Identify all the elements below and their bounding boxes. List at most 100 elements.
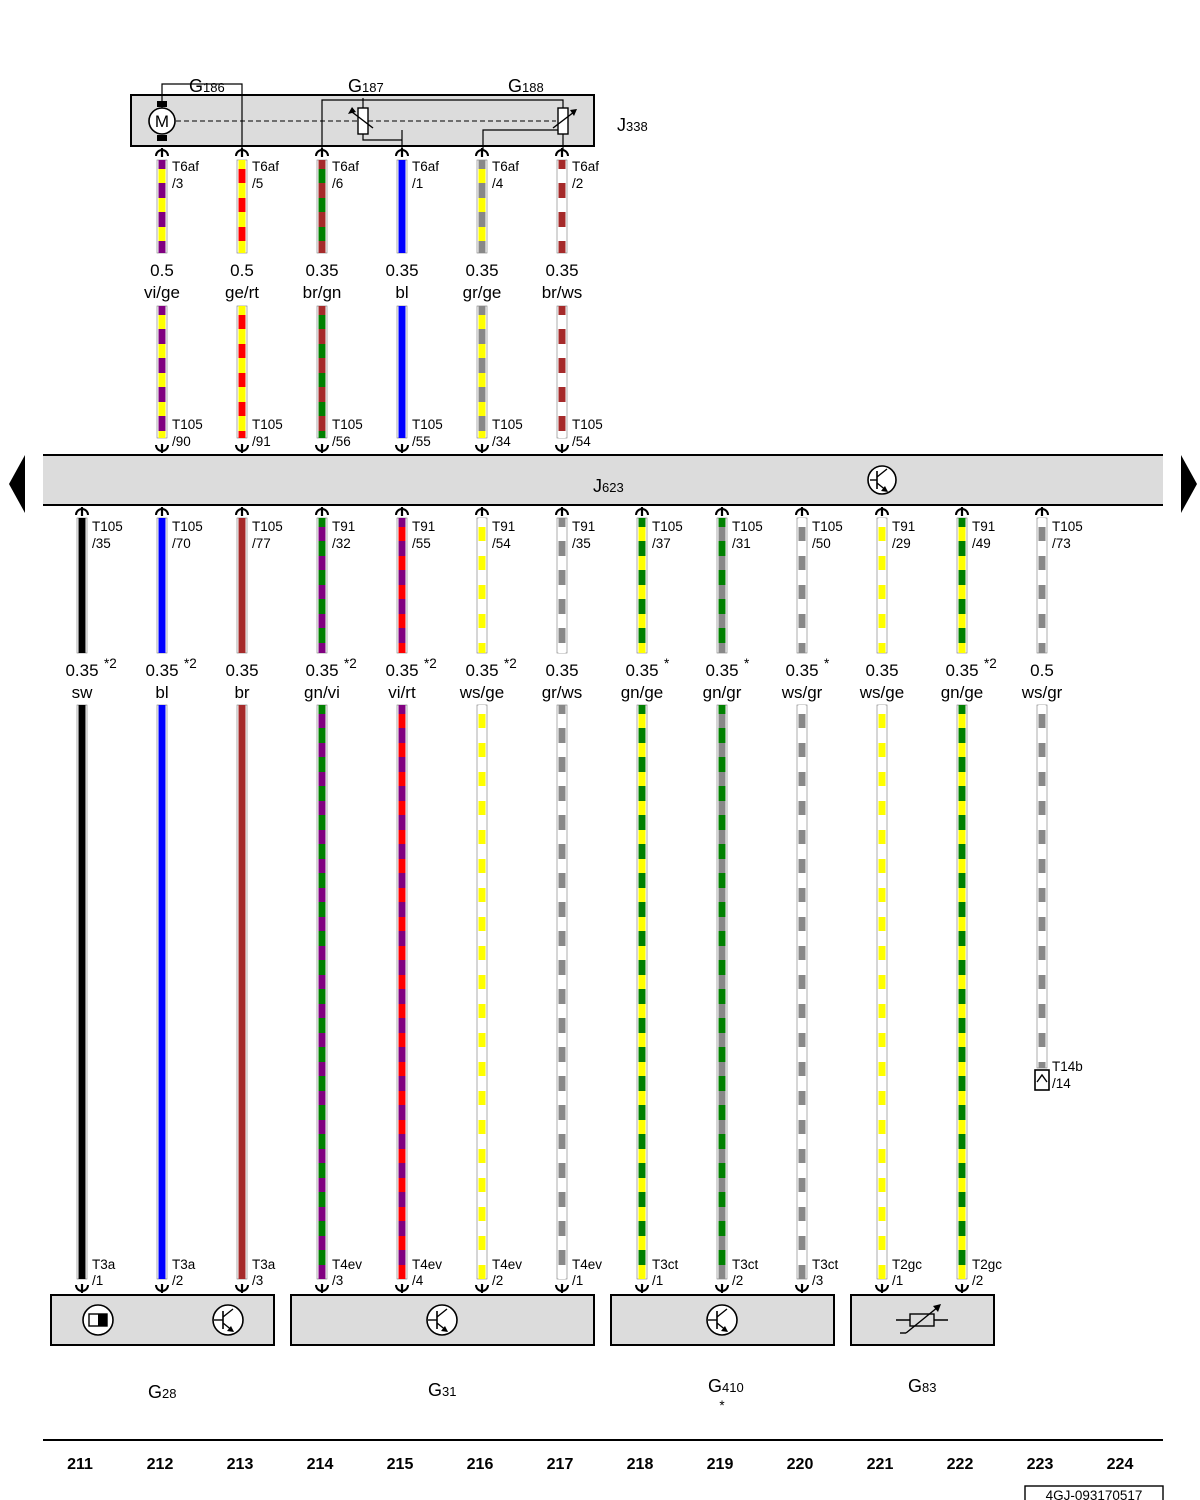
bottom-wire-pin-bottom-number: /4 [412, 1273, 424, 1288]
bottom-wire-pin-top-number: /35 [92, 536, 111, 551]
bottom-wire-pin-top-10 [875, 507, 889, 516]
top-wire-size: 0.35 [465, 261, 498, 280]
g28-transistor-icon [212, 1304, 244, 1336]
bottom-wire-lower-5 [476, 704, 488, 1280]
top-wire-color: br/ws [542, 283, 583, 302]
bottom-wire-pin-bottom-label: T2gc [892, 1257, 922, 1272]
j623-box [43, 455, 1163, 505]
bottom-wire-color: sw [72, 683, 94, 702]
bottom-wire-note: *2 [504, 656, 517, 671]
bottom-wire-color: gn/ge [621, 683, 664, 702]
top-wire-size: 0.35 [545, 261, 578, 280]
bottom-wire-lower-8 [716, 704, 728, 1280]
column-number: 221 [867, 1456, 894, 1473]
bottom-wire-upper-3 [316, 517, 328, 654]
bottom-wire-pin-bottom-6 [555, 1284, 569, 1293]
top-wire-pin-bottom-label: T105 [252, 417, 283, 432]
bottom-wire-upper-5 [476, 517, 488, 654]
bottom-wire-pin-bottom-9 [795, 1284, 809, 1293]
bottom-wire-pin-bottom-label: T3ct [812, 1257, 839, 1272]
bottom-wire-pin-top-6 [555, 507, 569, 516]
bottom-wire-lower-12 [1036, 704, 1048, 1069]
top-wire-upper-1 [236, 159, 248, 254]
bottom-wire-size: 0.35 [625, 661, 658, 680]
column-number: 223 [1027, 1456, 1054, 1473]
bottom-wire-pin-top-label: T105 [652, 519, 683, 534]
bottom-wire-pin-top-label: T105 [92, 519, 123, 534]
bottom-wire-lower-4 [396, 704, 408, 1280]
g83-label: G83 [908, 1376, 936, 1396]
column-number: 216 [467, 1456, 494, 1473]
top-wire-upper-5 [556, 159, 568, 254]
top-wire-pin-top-3 [395, 148, 409, 157]
column-number: 212 [147, 1456, 174, 1473]
bottom-wire-color: bl [155, 683, 168, 702]
bottom-wire-pin-bottom-3 [315, 1284, 329, 1293]
bottom-wire-pin-bottom-0 [75, 1284, 89, 1293]
bottom-wire-pin-top-label: T105 [1052, 519, 1083, 534]
bottom-wire-color: gr/ws [542, 683, 583, 702]
top-wire-pin-top-5 [555, 148, 569, 157]
column-number: 222 [947, 1456, 974, 1473]
bottom-wire-lower-11 [956, 704, 968, 1280]
bottom-wire-pin-bottom-number: /3 [252, 1273, 263, 1288]
bottom-wire-pin-top-number: /70 [172, 536, 191, 551]
bottom-wire-pin-top-label: T91 [892, 519, 915, 534]
g410-note: * [719, 1398, 725, 1413]
bottom-wire-pin-top-label: T105 [252, 519, 283, 534]
bottom-wire-color: ws/gr [781, 683, 823, 702]
bottom-wire-pin-bottom-number: /3 [332, 1273, 343, 1288]
top-wire-pin-top-number: /4 [492, 176, 504, 191]
continue-right-arrow [1181, 455, 1197, 513]
top-wire-pin-bottom-4 [475, 444, 489, 453]
column-number: 214 [307, 1456, 334, 1473]
bottom-wire-pin-bottom-label: T2gc [972, 1257, 1002, 1272]
bottom-wire-upper-6 [556, 517, 568, 654]
bottom-wire-pin-top-7 [635, 507, 649, 516]
g188-wiper-arrow [570, 109, 577, 116]
bottom-wire-pin-bottom-7 [635, 1284, 649, 1293]
bottom-wire-pin-top-2 [235, 507, 249, 516]
bottom-wire-note: * [744, 656, 750, 671]
bottom-wire-pin-top-label: T91 [572, 519, 595, 534]
bottom-wire-note: *2 [984, 656, 997, 671]
bottom-wire-pin-bottom-number: /2 [972, 1273, 983, 1288]
top-wire-pin-top-label: T6af [412, 159, 439, 174]
ref-code: 4GJ-093170517 [1046, 1488, 1143, 1500]
g187-label: G187 [348, 76, 384, 96]
g188-label: G188 [508, 76, 544, 96]
top-wire-pin-bottom-number: /34 [492, 434, 511, 449]
top-wire-upper-3 [396, 159, 408, 254]
bottom-wire-pin-top-number: /50 [812, 536, 831, 551]
bottom-wire-pin-top-label: T91 [972, 519, 995, 534]
bottom-wire-pin-bottom-label: T4ev [572, 1257, 602, 1272]
bottom-wire-pin-top-label: T91 [492, 519, 515, 534]
bottom-wire-pin-top-11 [955, 507, 969, 516]
g410-label: G410 [708, 1376, 744, 1396]
bottom-wire-size: 0.35 [945, 661, 978, 680]
g187-internal-line [321, 99, 564, 150]
bottom-wire-pin-bottom-label: T3ct [652, 1257, 679, 1272]
top-wire-lower-5 [556, 305, 568, 439]
sensor-ground-line [362, 130, 403, 150]
top-wire-pin-top-number: /6 [332, 176, 343, 191]
bottom-wire-pin-bottom-5 [475, 1284, 489, 1293]
g187-wiper-arrow [348, 107, 356, 114]
bottom-wire-pin-top-0 [75, 507, 89, 516]
top-wire-pin-top-number: /1 [412, 176, 423, 191]
column-number: 211 [67, 1456, 93, 1473]
bottom-wire-pin-top-number: /54 [492, 536, 511, 551]
bottom-wire-size: 0.35 [865, 661, 898, 680]
bottom-wire-pin-top-number: /55 [412, 536, 431, 551]
bottom-wire-note: *2 [184, 656, 197, 671]
top-wire-lower-2 [316, 305, 328, 439]
bottom-wire-pin-bottom-8 [715, 1284, 729, 1293]
bottom-wire-pin-bottom-number: /1 [892, 1273, 903, 1288]
bottom-wire-pin-bottom-label: T3a [252, 1257, 276, 1272]
top-wire-pin-bottom-0 [155, 444, 169, 453]
bottom-wire-size: 0.35 [385, 661, 418, 680]
bottom-wire-color: ws/gr [1021, 683, 1063, 702]
bottom-wire-lower-3 [316, 704, 328, 1280]
bottom-wire-pin-bottom-number: /1 [572, 1273, 583, 1288]
